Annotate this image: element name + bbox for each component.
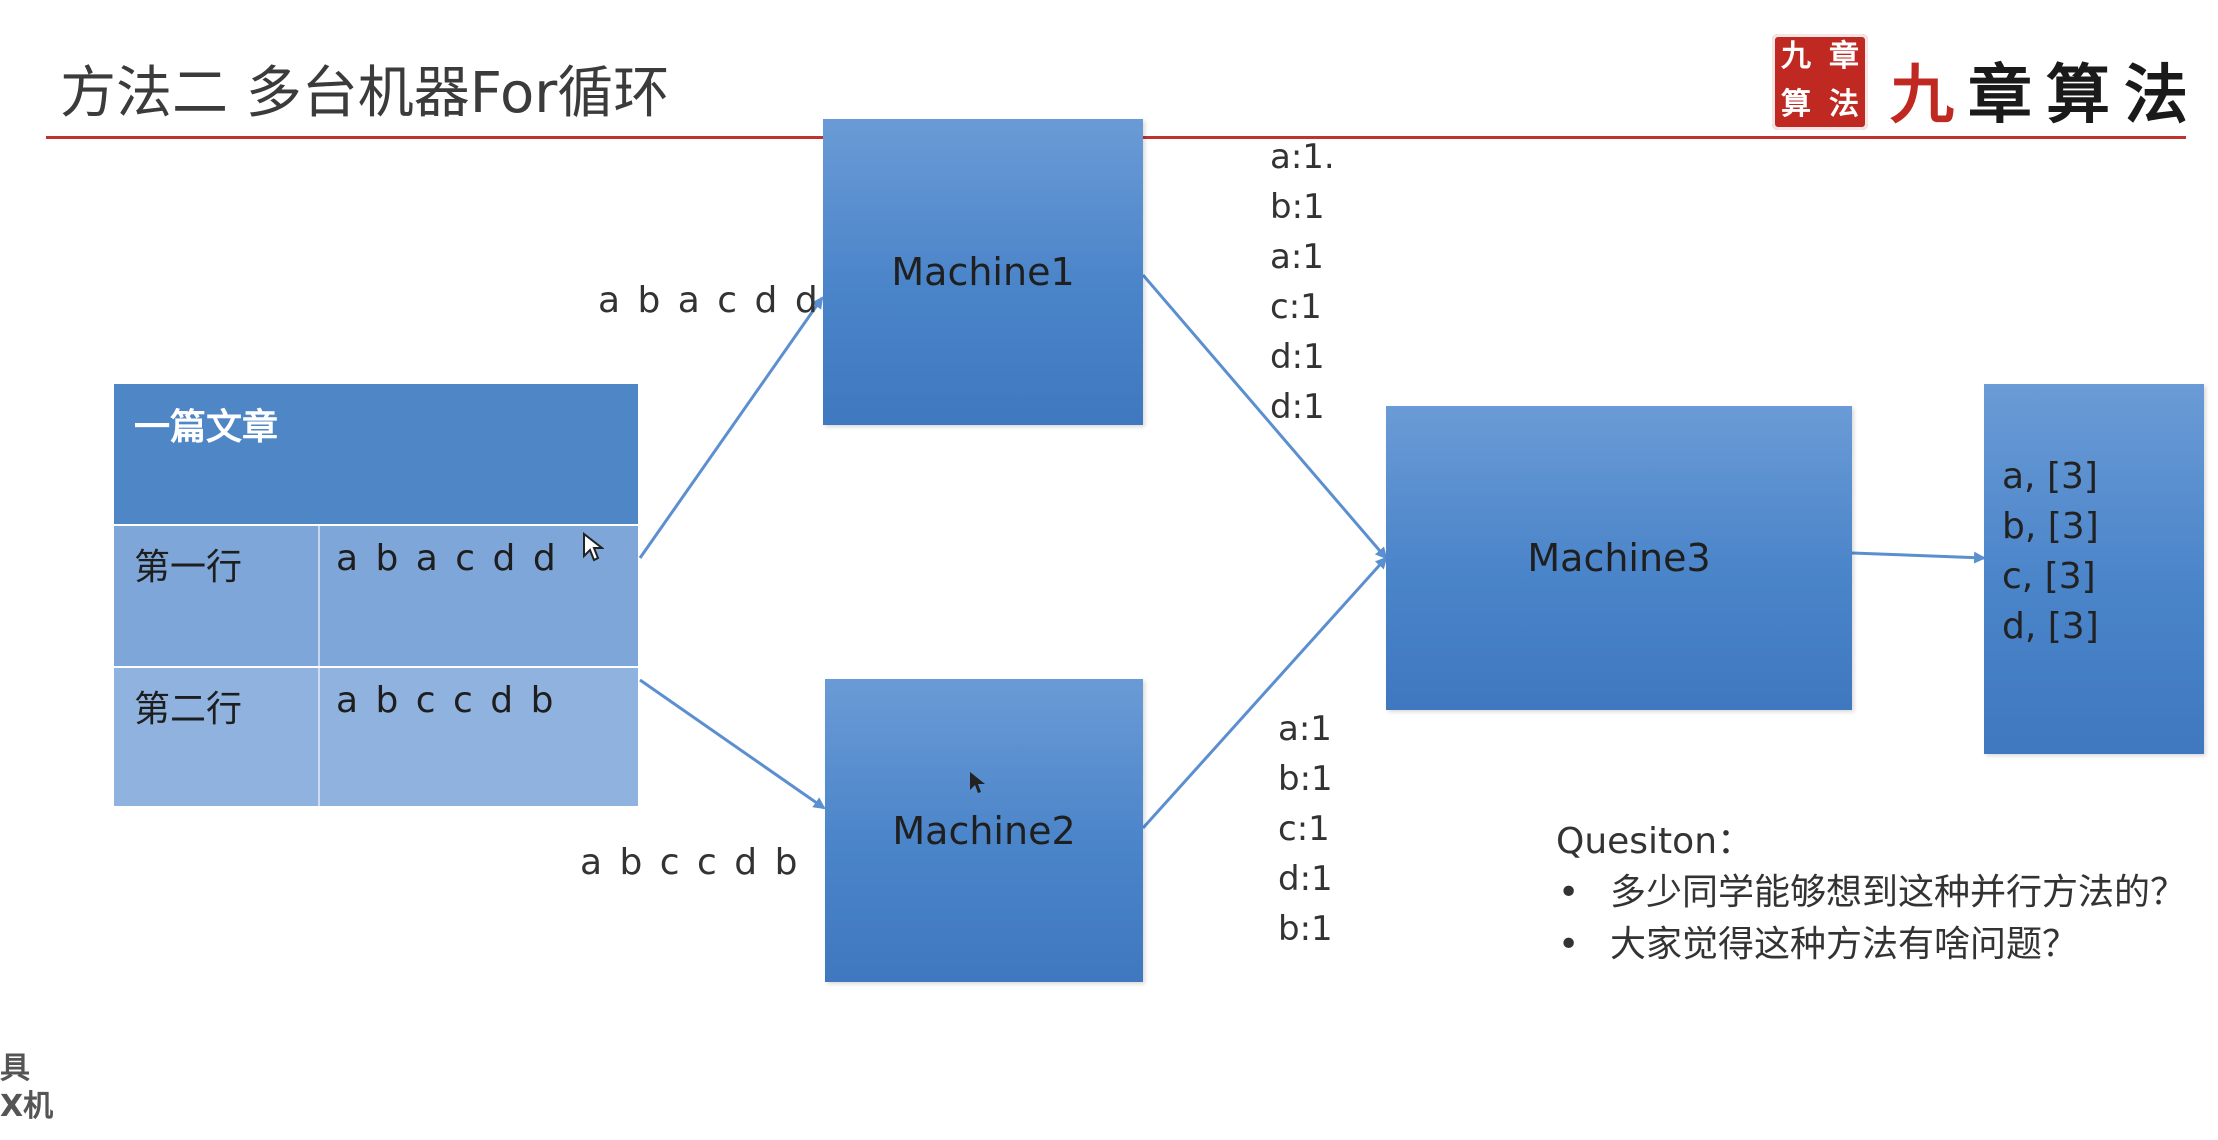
table-header-text: 一篇文章 [134,407,279,448]
seal-char: 九 [1781,39,1811,74]
arrow-table-to-m2 [639,678,826,810]
m2-output-item: b:1 [1278,909,1333,949]
edge-label-m2: a b c c d b [580,842,801,883]
m2-output-item: c:1 [1278,809,1330,849]
m1-output-item: b:1 [1270,187,1325,227]
m1-output-list: a:1. b:1 a:1 c:1 d:1 d:1 [1270,132,1335,432]
m1-output-item: c:1 [1270,287,1322,327]
question-item: 大家觉得这种方法有啥问题？ [1556,922,2216,968]
cell-divider [318,526,320,666]
row-label: 第二行 [134,689,243,730]
cell-divider [318,668,320,806]
watermark: 具 X机 [0,1050,60,1130]
machine3-node: Machine3 [1386,406,1852,710]
busy-pointer-icon [970,772,985,793]
m2-output-item: d:1 [1278,859,1333,899]
m1-output-item: d:1 [1270,337,1325,377]
result-list: a, [3] b, [3] c, [3] d, [3] [2002,452,2099,652]
seal-char: 法 [1829,87,1859,122]
row-value: a b c c d b [336,680,557,721]
arrow-table-to-m1 [638,296,824,559]
logo-text: 九章算法 [1890,44,2202,136]
result-item: b, [3] [2002,506,2099,547]
m2-output-item: b:1 [1278,759,1333,799]
arrow-m3-to-result [1851,551,1986,564]
table-row: 第二行 a b c c d b [114,668,638,806]
mouse-pointer-icon [583,532,604,562]
seal-char: 算 [1781,87,1811,122]
arrow-m1-to-m3 [1141,274,1388,560]
table-row: 第一行 a b a c d d [114,526,638,666]
machine2-label: Machine2 [892,808,1076,853]
watermark-line: X机 [0,1089,54,1124]
machine2-node: Machine2 [825,679,1143,982]
question-item: 多少同学能够想到这种并行方法的？ [1556,870,2216,916]
machine1-label: Machine1 [891,250,1075,294]
machine3-label: Machine3 [1527,536,1711,580]
question-title: Quesiton： [1556,821,1754,862]
question-block: Quesiton： 多少同学能够想到这种并行方法的？ 大家觉得这种方法有啥问题？ [1556,812,2216,974]
row-label: 第一行 [134,547,243,588]
logo-text-red: 九 [1890,58,1968,133]
result-item: c, [3] [2002,556,2096,597]
result-node: a, [3] b, [3] c, [3] d, [3] [1984,384,2204,754]
edge-label-m1: a b a c d d [598,280,821,321]
logo: 九 章 算 法 九章算法 [1772,30,2192,140]
logo-text-rest: 章算法 [1968,58,2202,133]
question-list: 多少同学能够想到这种并行方法的？ 大家觉得这种方法有啥问题？ [1556,870,2216,968]
m1-output-item: d:1 [1270,387,1325,427]
m2-output-list: a:1 b:1 c:1 d:1 b:1 [1278,704,1333,954]
result-item: a, [3] [2002,456,2098,497]
table-header: 一篇文章 [114,384,638,524]
result-item: d, [3] [2002,606,2099,647]
slide-title: 方法二 多台机器For循环 [60,61,670,126]
row-value: a b a c d d [336,538,559,579]
m1-output-item: a:1 [1270,237,1324,277]
arrow-m2-to-m3 [1141,556,1388,830]
m2-output-item: a:1 [1278,709,1332,749]
seal-char: 章 [1829,39,1859,74]
m1-output-item: a:1. [1270,137,1335,177]
article-table: 一篇文章 第一行 a b a c d d 第二行 a b c c d b [114,384,638,806]
watermark-line: 具 [0,1051,30,1086]
machine1-node: Machine1 [823,119,1143,425]
logo-seal-icon: 九 章 算 法 [1772,34,1868,130]
